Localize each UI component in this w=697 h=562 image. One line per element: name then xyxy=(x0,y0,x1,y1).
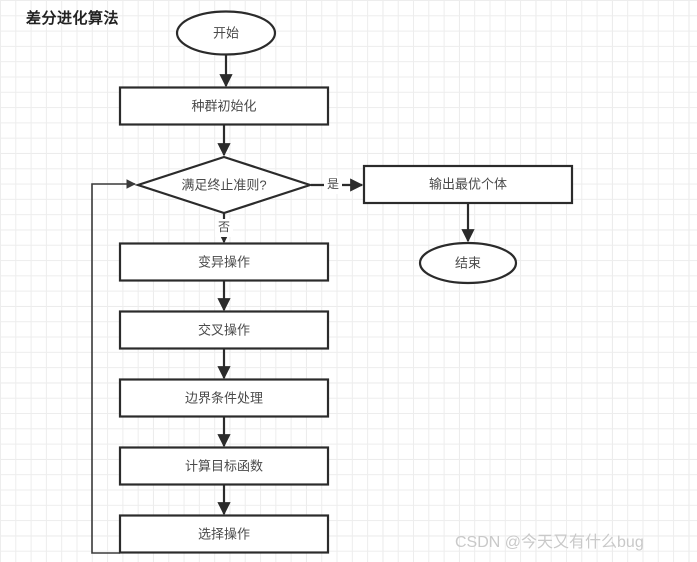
node-start[interactable]: 开始 xyxy=(175,10,277,56)
termination-decision-diamond xyxy=(134,155,314,215)
node-selection[interactable]: 选择操作 xyxy=(118,514,330,554)
node-output-best[interactable]: 输出最优个体 xyxy=(362,164,574,205)
node-end[interactable]: 结束 xyxy=(418,241,518,285)
boundary-handling-label: 边界条件处理 xyxy=(185,390,263,405)
start-terminator-shape xyxy=(175,10,277,56)
no-label-backdrop xyxy=(215,219,233,237)
end-terminator-shape xyxy=(418,241,518,285)
termination-decision-label: 满足终止准则? xyxy=(181,177,266,192)
mutation-label: 变异操作 xyxy=(198,254,250,269)
edges-layer xyxy=(91,55,475,554)
node-termination-decision[interactable]: 满足终止准则? xyxy=(134,155,314,215)
crossover-label: 交叉操作 xyxy=(198,322,250,337)
population-init-label: 种群初始化 xyxy=(191,98,256,113)
objective-function-box xyxy=(118,446,330,486)
mutation-box xyxy=(118,242,330,282)
edge-label-yes: 是 xyxy=(327,177,339,191)
node-mutation[interactable]: 变异操作 xyxy=(118,242,330,282)
diagram-title: 差分进化算法 xyxy=(26,10,120,27)
objective-function-label: 计算目标函数 xyxy=(185,458,263,473)
node-population-init[interactable]: 种群初始化 xyxy=(118,86,330,126)
node-crossover[interactable]: 交叉操作 xyxy=(118,310,330,350)
output-best-box xyxy=(362,164,574,205)
selection-label: 选择操作 xyxy=(198,526,250,541)
selection-box xyxy=(118,514,330,554)
start-label: 开始 xyxy=(213,25,239,40)
population-init-box xyxy=(118,86,330,126)
edge-labels-layer: 是 否 xyxy=(215,176,342,237)
node-boundary-handling[interactable]: 边界条件处理 xyxy=(118,378,330,418)
csdn-watermark: CSDN @今天又有什么bug xyxy=(455,534,644,551)
boundary-handling-box xyxy=(118,378,330,418)
output-best-label: 输出最优个体 xyxy=(429,176,507,191)
edge-label-no: 否 xyxy=(218,220,230,234)
node-objective-function[interactable]: 计算目标函数 xyxy=(118,446,330,486)
yes-label-backdrop xyxy=(324,176,342,194)
crossover-box xyxy=(118,310,330,350)
edge-selection-feedback-to-decision xyxy=(91,179,136,554)
end-label: 结束 xyxy=(455,255,481,270)
